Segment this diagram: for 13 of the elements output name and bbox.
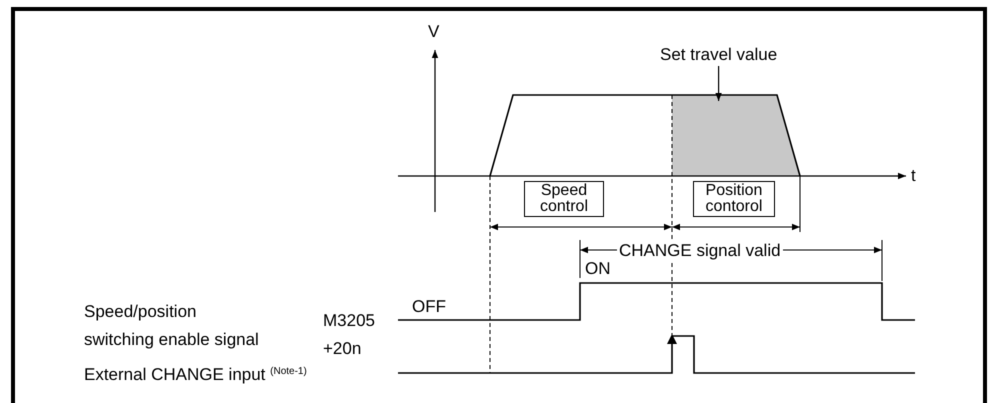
shaded-area: [672, 95, 800, 176]
signal-name: External CHANGE input $^{(Note-1)}$: [84, 364, 307, 384]
device-address: M3205 +20n: [323, 310, 375, 360]
axis-label: V: [428, 22, 440, 41]
callout-text: Set travel value: [660, 45, 778, 64]
dimension-label: CHANGE signal valid: [617, 241, 783, 260]
axis-label: t: [911, 166, 916, 185]
phase-label: Speed control: [524, 181, 604, 217]
state-label: OFF: [412, 297, 446, 316]
state-label: ON: [585, 259, 610, 278]
signal-name: Speed/position switching enable signal: [84, 301, 260, 351]
leader-line: [715, 66, 722, 101]
phase-label: Position contorol: [693, 181, 775, 217]
